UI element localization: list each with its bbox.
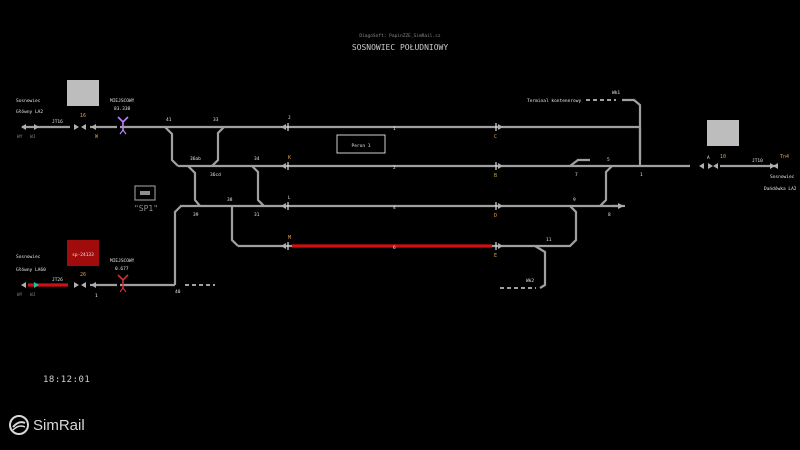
switch-1: 1 [640,172,643,178]
right-status: Tn4 [780,154,789,160]
crossover-38[interactable] [230,206,239,247]
left-bottom-signal-num: 26 [80,272,86,278]
left-bottom-signal-code: 1 [95,293,98,299]
crossover-33[interactable] [211,126,225,167]
track-2-number: 2 [393,165,396,171]
platform-box [336,134,386,154]
switch-11: 11 [546,237,552,243]
switch-41: 41 [166,117,172,123]
siding-wk1-label: Wk1 [612,90,620,96]
siding-wk2-label: Wk2 [526,278,534,284]
relief-top-value: 83.338 [114,106,131,112]
left-top-station-1: Sosnowiec [16,98,41,104]
left-bottom-station-2: Główny LA60 [16,266,46,273]
train-box-bottom-left[interactable] [67,240,99,266]
station-box-top-left [67,80,99,106]
signal-J: J [288,115,291,121]
right-signal-num: 10 [720,154,726,160]
switch-38: 38 [227,197,233,203]
relief-bottom-value: 0.677 [115,266,129,272]
signal-E: E [494,253,497,259]
left-top-station-2: Główny LA2 [16,108,43,115]
left-top-signal-num: 16 [80,113,86,119]
right-dest-1: Sosnowiec [770,174,795,180]
track-4-number: 4 [393,205,396,211]
left-bottom-mode-b: WJ [30,292,36,298]
track-6-number: 6 [393,245,396,251]
switch-34: 34 [254,156,260,162]
signal-triangles[interactable] [21,124,778,288]
switch-9: 9 [573,197,576,203]
signal-M: M [288,235,291,241]
left-top-signal-code: W [95,134,99,140]
signal-B: B [494,173,497,179]
station-box-right [707,120,739,146]
switch-7: 7 [575,172,578,178]
switch-31: 31 [254,212,260,218]
switch-39: 39 [193,212,199,218]
header-subtitle: DiagoSoft: PapinZZE_SimRail.cz [359,33,441,39]
siding-wk1[interactable] [622,98,642,166]
crossover-11[interactable] [540,205,578,248]
left-top-mode-b: WJ [30,134,36,140]
switch-36cd: 36cd [210,172,221,178]
crossover-41[interactable] [164,126,179,167]
right-dest-2: Dańdówka LA2 [764,185,797,192]
station-title: SOSNOWIEC POŁUDNIOWY [352,43,449,52]
crossover-39[interactable] [173,205,182,285]
crossover-7[interactable] [569,158,590,167]
switch-40: 40 [175,289,181,295]
signal-post-icon[interactable] [134,185,156,201]
siding-wk2[interactable] [534,245,547,289]
relief-bottom-label: MIEJSCOWY [110,258,135,264]
left-bottom-mode-a: WY [17,292,23,298]
simrail-logo: SimRail [8,414,85,436]
logo-text: SimRail [33,416,85,434]
signal-C: C [494,134,497,140]
platform-label: Peron 1 [352,143,371,149]
relief-icon-bottom[interactable] [117,274,129,293]
right-signal-code: A [707,155,710,161]
left-top-route: JT16 [52,119,63,125]
right-route: JT10 [752,158,763,164]
signal-K: K [288,155,291,161]
relief-icon-top[interactable] [117,116,129,135]
switch-36ab: 36ab [190,156,201,162]
switch-8: 8 [608,212,611,218]
signal-L: L [288,195,291,201]
left-top-mode-a: WY [17,134,23,140]
relief-top-label: MIEJSCOWY [110,98,135,104]
crossover-9[interactable] [599,165,613,207]
switch-33: 33 [213,117,219,123]
signal-post-label: "SP1" [134,204,158,213]
crossover-34[interactable] [251,165,265,207]
left-bottom-route: JT26 [52,277,63,283]
crossover-36[interactable] [187,165,201,207]
terminal-label: Terminal kontenerowy [527,98,581,104]
insulation-joints [287,123,497,250]
switch-5: 5 [607,157,610,163]
simrail-logo-icon [9,415,29,435]
left-bottom-station-1: Sosnowiec [16,254,41,260]
clock: 18:12:01 [43,375,91,385]
train-id: sp-24133 [72,252,94,258]
track-1-number: 1 [393,126,396,132]
signal-D: D [494,213,497,219]
